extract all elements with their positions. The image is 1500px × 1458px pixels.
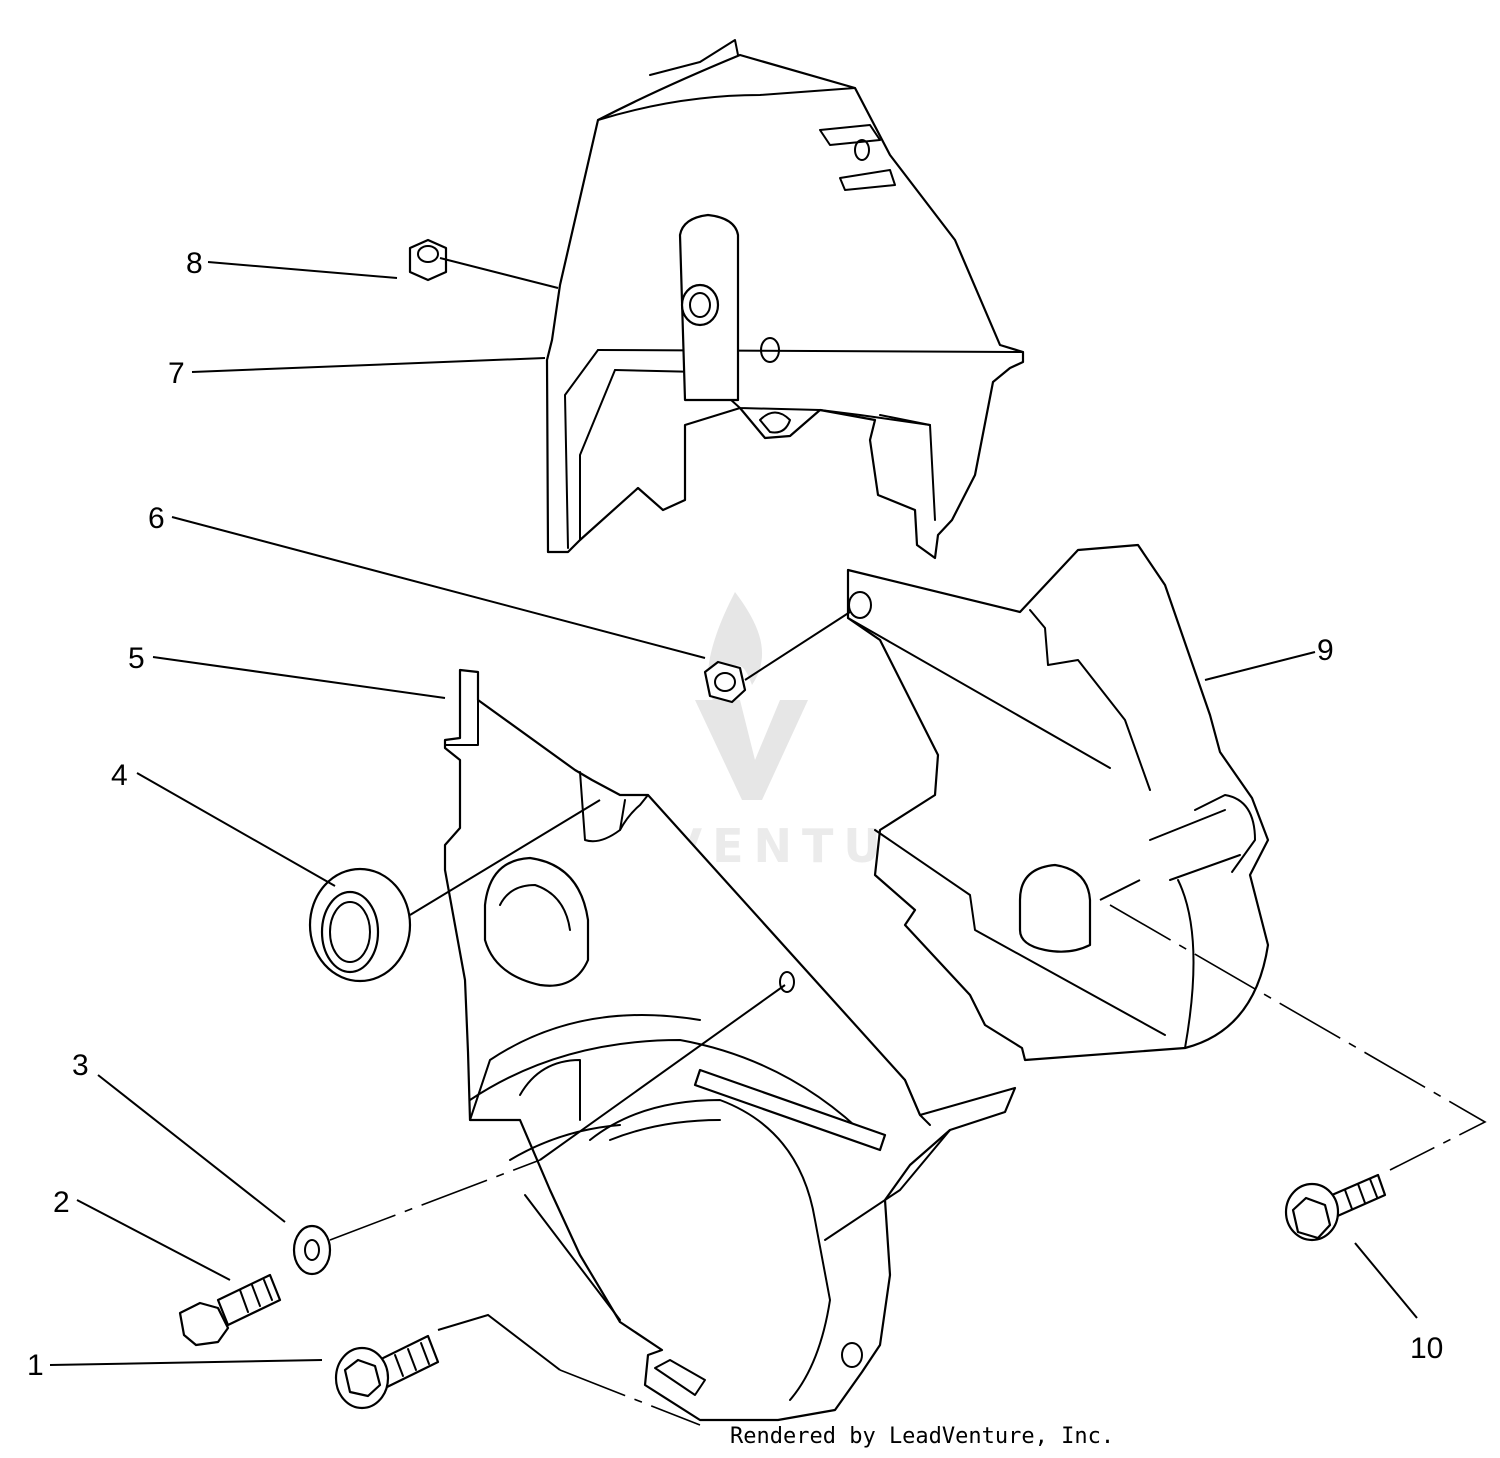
part-7-upper-cover[interactable] — [545, 39, 1025, 560]
callout-8: 8 — [186, 247, 203, 280]
watermark-v-logo-icon — [695, 700, 808, 800]
leader-9 — [1204, 651, 1316, 681]
callout-1: 1 — [27, 1349, 44, 1382]
footer-credit: Rendered by LeadVenture, Inc. — [730, 1424, 1114, 1449]
leader-6 — [171, 516, 706, 659]
leader-4 — [136, 772, 336, 887]
leader-8 — [207, 261, 398, 279]
callout-leaders — [49, 261, 1418, 1366]
part-10-flange-bolt[interactable] — [1284, 1173, 1387, 1242]
leader-10 — [1354, 1242, 1418, 1319]
part-8-hex-nut[interactable] — [408, 238, 448, 282]
leader-2 — [76, 1199, 231, 1281]
part-2-hex-bolt[interactable] — [178, 1273, 282, 1347]
callout-6: 6 — [148, 502, 165, 535]
alignment-lines — [329, 257, 1487, 1426]
part-6-hex-nut[interactable] — [703, 660, 747, 704]
leader-3 — [97, 1074, 286, 1223]
callout-7: 7 — [168, 357, 185, 390]
callout-4: 4 — [111, 759, 128, 792]
leader-1 — [49, 1359, 323, 1366]
callout-5: 5 — [128, 642, 145, 675]
part-5-lower-front-cover[interactable] — [443, 668, 1017, 1422]
part-3-washer[interactable] — [292, 1224, 332, 1276]
leader-7 — [191, 357, 546, 373]
callout-2: 2 — [53, 1186, 70, 1219]
callout-3: 3 — [72, 1049, 89, 1082]
part-9-right-cover[interactable] — [846, 543, 1270, 1062]
callout-9: 9 — [1317, 634, 1334, 667]
leader-5 — [152, 656, 446, 699]
callout-10: 10 — [1410, 1332, 1443, 1365]
part-1-flange-bolt[interactable] — [334, 1334, 440, 1410]
callout-labels: 8 7 6 5 4 3 2 1 9 10 — [27, 247, 1443, 1382]
part-4-seal[interactable] — [308, 867, 412, 983]
